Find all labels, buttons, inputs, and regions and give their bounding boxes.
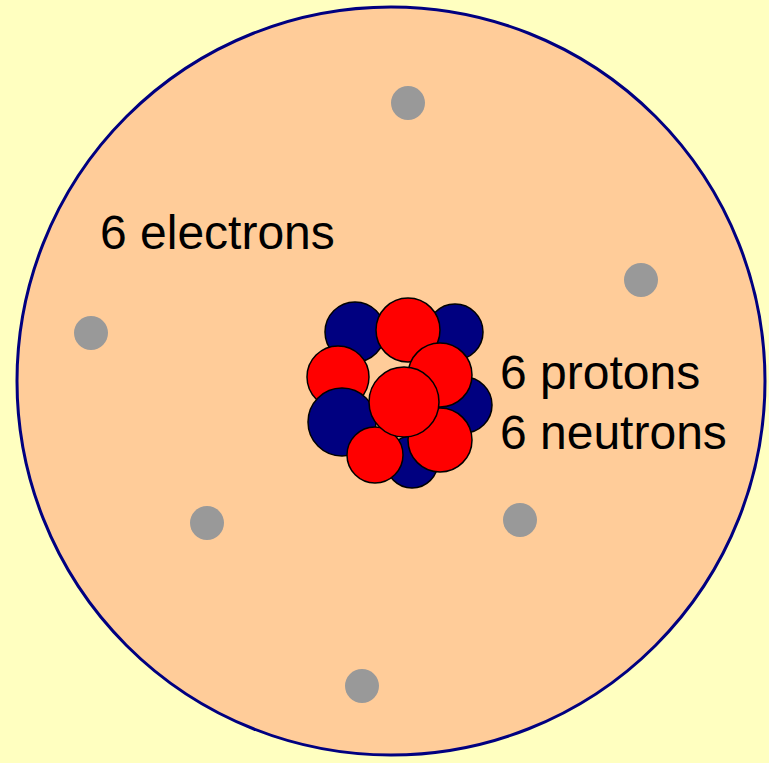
electron-dot [190, 506, 224, 540]
nucleus [307, 298, 492, 488]
electron-dot [624, 263, 658, 297]
atom-label: 6 protons [500, 349, 700, 397]
atom-border [17, 7, 765, 755]
electron-dot [74, 316, 108, 350]
electron-dot [391, 86, 425, 120]
electron-dot [345, 669, 379, 703]
electron-dot [503, 503, 537, 537]
atom-disk [17, 7, 765, 755]
atom-label: 6 electrons [100, 209, 335, 257]
atom-label: 6 neutrons [500, 409, 727, 457]
proton [369, 367, 439, 437]
